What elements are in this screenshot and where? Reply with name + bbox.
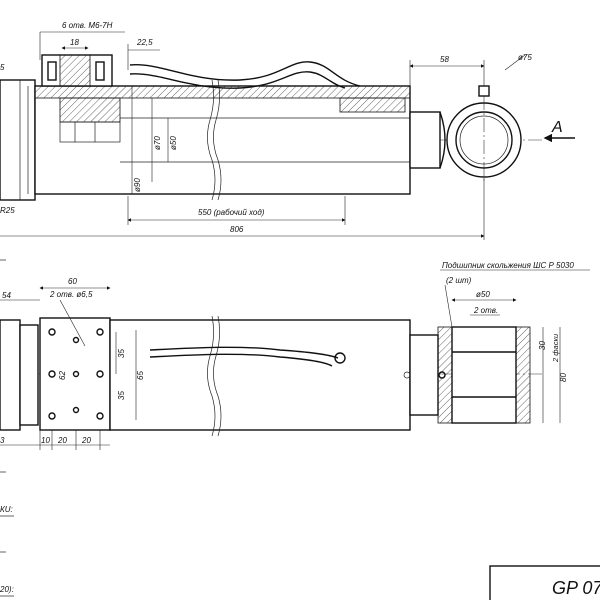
top-view: А 6 отв. М6-7Н 18 22,5 5 58 ø75 ø70 ø50 … <box>0 21 575 240</box>
left-fragment-2: 20): <box>0 585 14 594</box>
dim-d70: ø70 <box>153 136 162 150</box>
dim-18: 18 <box>70 38 79 47</box>
bottom-hydraulic-tube <box>149 346 339 359</box>
dim-stroke: 550 (рабочий ход) <box>198 208 265 217</box>
left-fragment-1: КU: <box>0 505 13 514</box>
top-rod-neck <box>409 111 441 169</box>
bearing-note: Подшипник скольжения ШС Р 5030 <box>442 261 574 270</box>
dim-10: 10 <box>41 436 50 445</box>
dim-20b: 20 <box>81 436 91 445</box>
dim-60: 60 <box>68 277 77 286</box>
top-barrel-wall-section <box>34 85 411 99</box>
bottom-left-cap <box>0 319 21 431</box>
dim-54: 54 <box>2 291 11 300</box>
bottom-lube-note: 2 отв. <box>473 306 498 315</box>
dim-35a: 35 <box>117 349 126 358</box>
top-holes-note: 6 отв. М6-7Н <box>62 21 113 30</box>
bottom-barrel <box>109 319 411 431</box>
bottom-rod-neck <box>409 334 439 416</box>
dim-20a: 20 <box>57 436 67 445</box>
bottom-view: 60 54 2 отв. ø6,5 35 62 65 35 3 10 20 20… <box>0 261 590 450</box>
dim-d75: ø75 <box>518 53 532 62</box>
dim-22-5: 22,5 <box>136 38 153 47</box>
dim-80: 80 <box>559 373 568 382</box>
dim-806: 806 <box>230 225 244 234</box>
bottom-holes-note: 2 отв. ø6,5 <box>49 290 93 299</box>
top-hydraulic-tube <box>129 61 361 87</box>
dim-3: 3 <box>0 436 5 445</box>
dim-d90: ø90 <box>133 178 142 192</box>
title-block-code: GP 07 <box>552 578 600 598</box>
top-break-mark <box>207 79 216 201</box>
top-left-cap <box>0 79 36 201</box>
dim-65: 65 <box>136 371 145 380</box>
dim-35b: 35 <box>117 391 126 400</box>
view-a-label: А <box>551 119 563 136</box>
dim-R25: R25 <box>0 206 15 215</box>
dim-30: 30 <box>538 341 547 350</box>
title-block: GP 07 <box>489 565 600 600</box>
dim-62: 62 <box>58 371 67 380</box>
dim-2faski: 2 фаски <box>551 333 560 363</box>
top-grease-nipple <box>478 85 490 97</box>
dim-5: 5 <box>0 63 5 72</box>
bearing-qty: (2 шт) <box>446 276 472 285</box>
dim-58: 58 <box>440 55 449 64</box>
bottom-dim-d50: ø50 <box>476 290 490 299</box>
top-gland-section <box>339 97 406 113</box>
dim-d50: ø50 <box>169 136 178 150</box>
bottom-mounting-holes <box>48 328 104 420</box>
bottom-mounting-plate <box>39 317 111 431</box>
top-piston-section <box>59 97 121 123</box>
